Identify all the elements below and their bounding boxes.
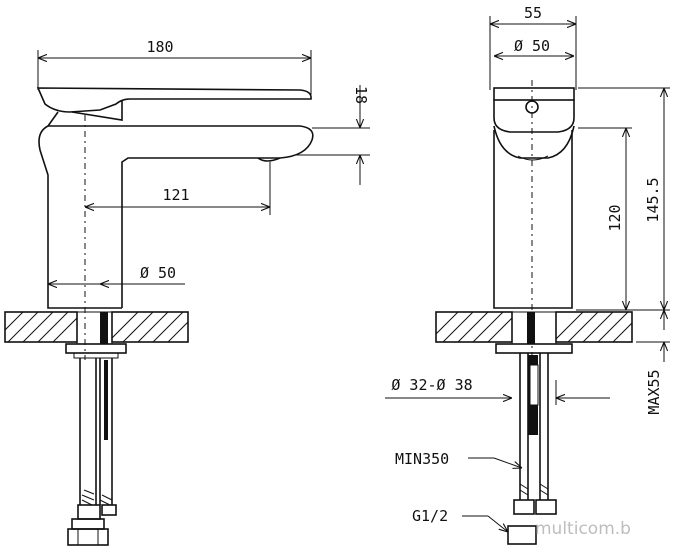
front-view: 55 Ø 50 120 145.5 MAX55 Ø 32-Ø 38 MIN350… bbox=[385, 4, 670, 545]
side-view: 180 18 121 Ø 50 bbox=[4, 38, 370, 546]
front-handle-cap bbox=[493, 87, 575, 101]
lever-handle bbox=[36, 87, 312, 113]
front-supply-hoses bbox=[507, 353, 557, 545]
supply-hoses bbox=[67, 358, 117, 546]
label-hose-length: MIN350 bbox=[395, 450, 449, 468]
front-countertop-section bbox=[435, 311, 633, 354]
dim-side-width: 180 bbox=[146, 38, 173, 56]
dim-side-body-diameter: Ø 50 bbox=[140, 264, 176, 282]
countertop-section bbox=[4, 311, 189, 359]
faucet-body bbox=[38, 125, 122, 309]
dim-max-deck-thickness: MAX55 bbox=[645, 369, 663, 414]
label-connection-thread: G1/2 bbox=[412, 507, 448, 525]
dim-hole-diameter: Ø 32-Ø 38 bbox=[391, 376, 472, 394]
dim-front-height-120: 120 bbox=[606, 204, 624, 231]
watermark: multicom.b bbox=[535, 519, 631, 539]
dim-front-height-145: 145.5 bbox=[644, 177, 662, 222]
dim-spout-reach: 121 bbox=[162, 186, 189, 204]
dim-lever-height: 18 bbox=[352, 86, 370, 104]
spout bbox=[48, 125, 314, 308]
dim-front-top-diameter: Ø 50 bbox=[514, 37, 550, 55]
dim-front-width: 55 bbox=[524, 4, 542, 22]
front-body bbox=[493, 130, 573, 309]
